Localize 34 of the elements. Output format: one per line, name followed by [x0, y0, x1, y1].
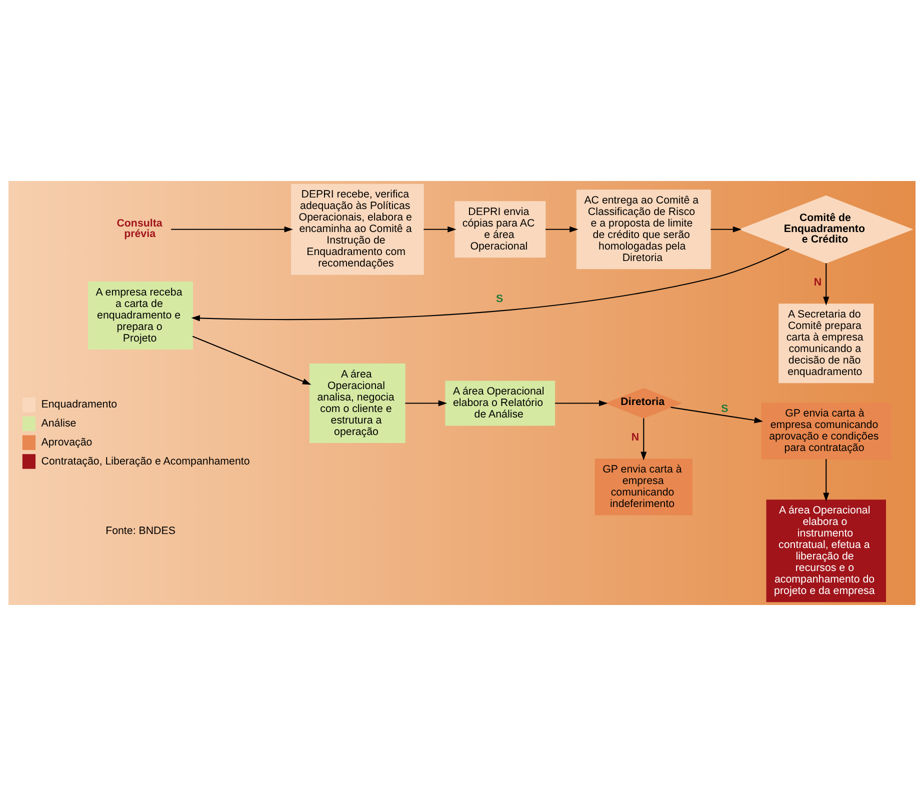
- edge-label: S: [721, 402, 728, 415]
- legend-label: Aprovação: [41, 436, 92, 448]
- edge-label: N: [631, 431, 640, 444]
- node-box: A Secretaria do Comitê prepara carta à empresa comunicando a decisão de não enquadramento: [778, 304, 874, 384]
- arrow: [823, 459, 830, 502]
- legend-label: Análise: [41, 418, 76, 430]
- edge-label: N: [814, 276, 822, 288]
- node-box: GP envia carta à empresa comunicando aprovação e condições para contratação: [761, 402, 891, 460]
- arrow: [171, 226, 294, 232]
- arrow: [424, 226, 456, 232]
- node-diamond: Diretoria: [605, 388, 682, 418]
- edge-label: S: [496, 292, 504, 305]
- legend-label: Enquadramento: [41, 398, 118, 411]
- arrow: [545, 226, 578, 232]
- node-box: A área Operacional elabora o Relatório de Análise: [445, 380, 556, 426]
- arrow: [405, 400, 448, 406]
- arrow: [192, 336, 312, 385]
- node-box: DEPRI recebe, verifica adequação às Políticas Operacionais, elabora e encaminha ao Comitê a Instrução de Enquadramento com recomendações: [291, 184, 424, 275]
- node-box: A área Operacional analisa, negocia com o cliente e estrutura a operação: [309, 363, 406, 444]
- arrow: [823, 263, 830, 306]
- node-text: Consulta prévia: [116, 217, 162, 240]
- node-box: A área Operacional elabora o instrumento contratual, efetua a liberação de recursos e o acompanhamento do projeto e da empresa: [766, 500, 886, 602]
- node-box: GP envia carta à empresa comunicando indeferimento: [594, 458, 692, 516]
- label: Fonte: BNDES: [106, 524, 176, 537]
- arrow: [191, 248, 790, 322]
- arrow: [555, 400, 608, 406]
- node-box: AC entrega ao Comitê a Classificação de Risco e a proposta de limite de crédito que serão homologadas pela Diretoria: [576, 190, 711, 270]
- arrow: [710, 226, 742, 232]
- node-box: DEPRI envia cópias para AC e área Operacional: [454, 201, 546, 258]
- arrow: [670, 406, 764, 424]
- arrow: [640, 418, 647, 460]
- legend-label: Contratação, Liberação e Acompanhamento: [41, 455, 250, 468]
- node-diamond: Comitê de Enquadramento e Crédito: [738, 195, 914, 264]
- node-box: A empresa receba a carta de enquadramento e prepara o Projeto: [88, 281, 193, 350]
